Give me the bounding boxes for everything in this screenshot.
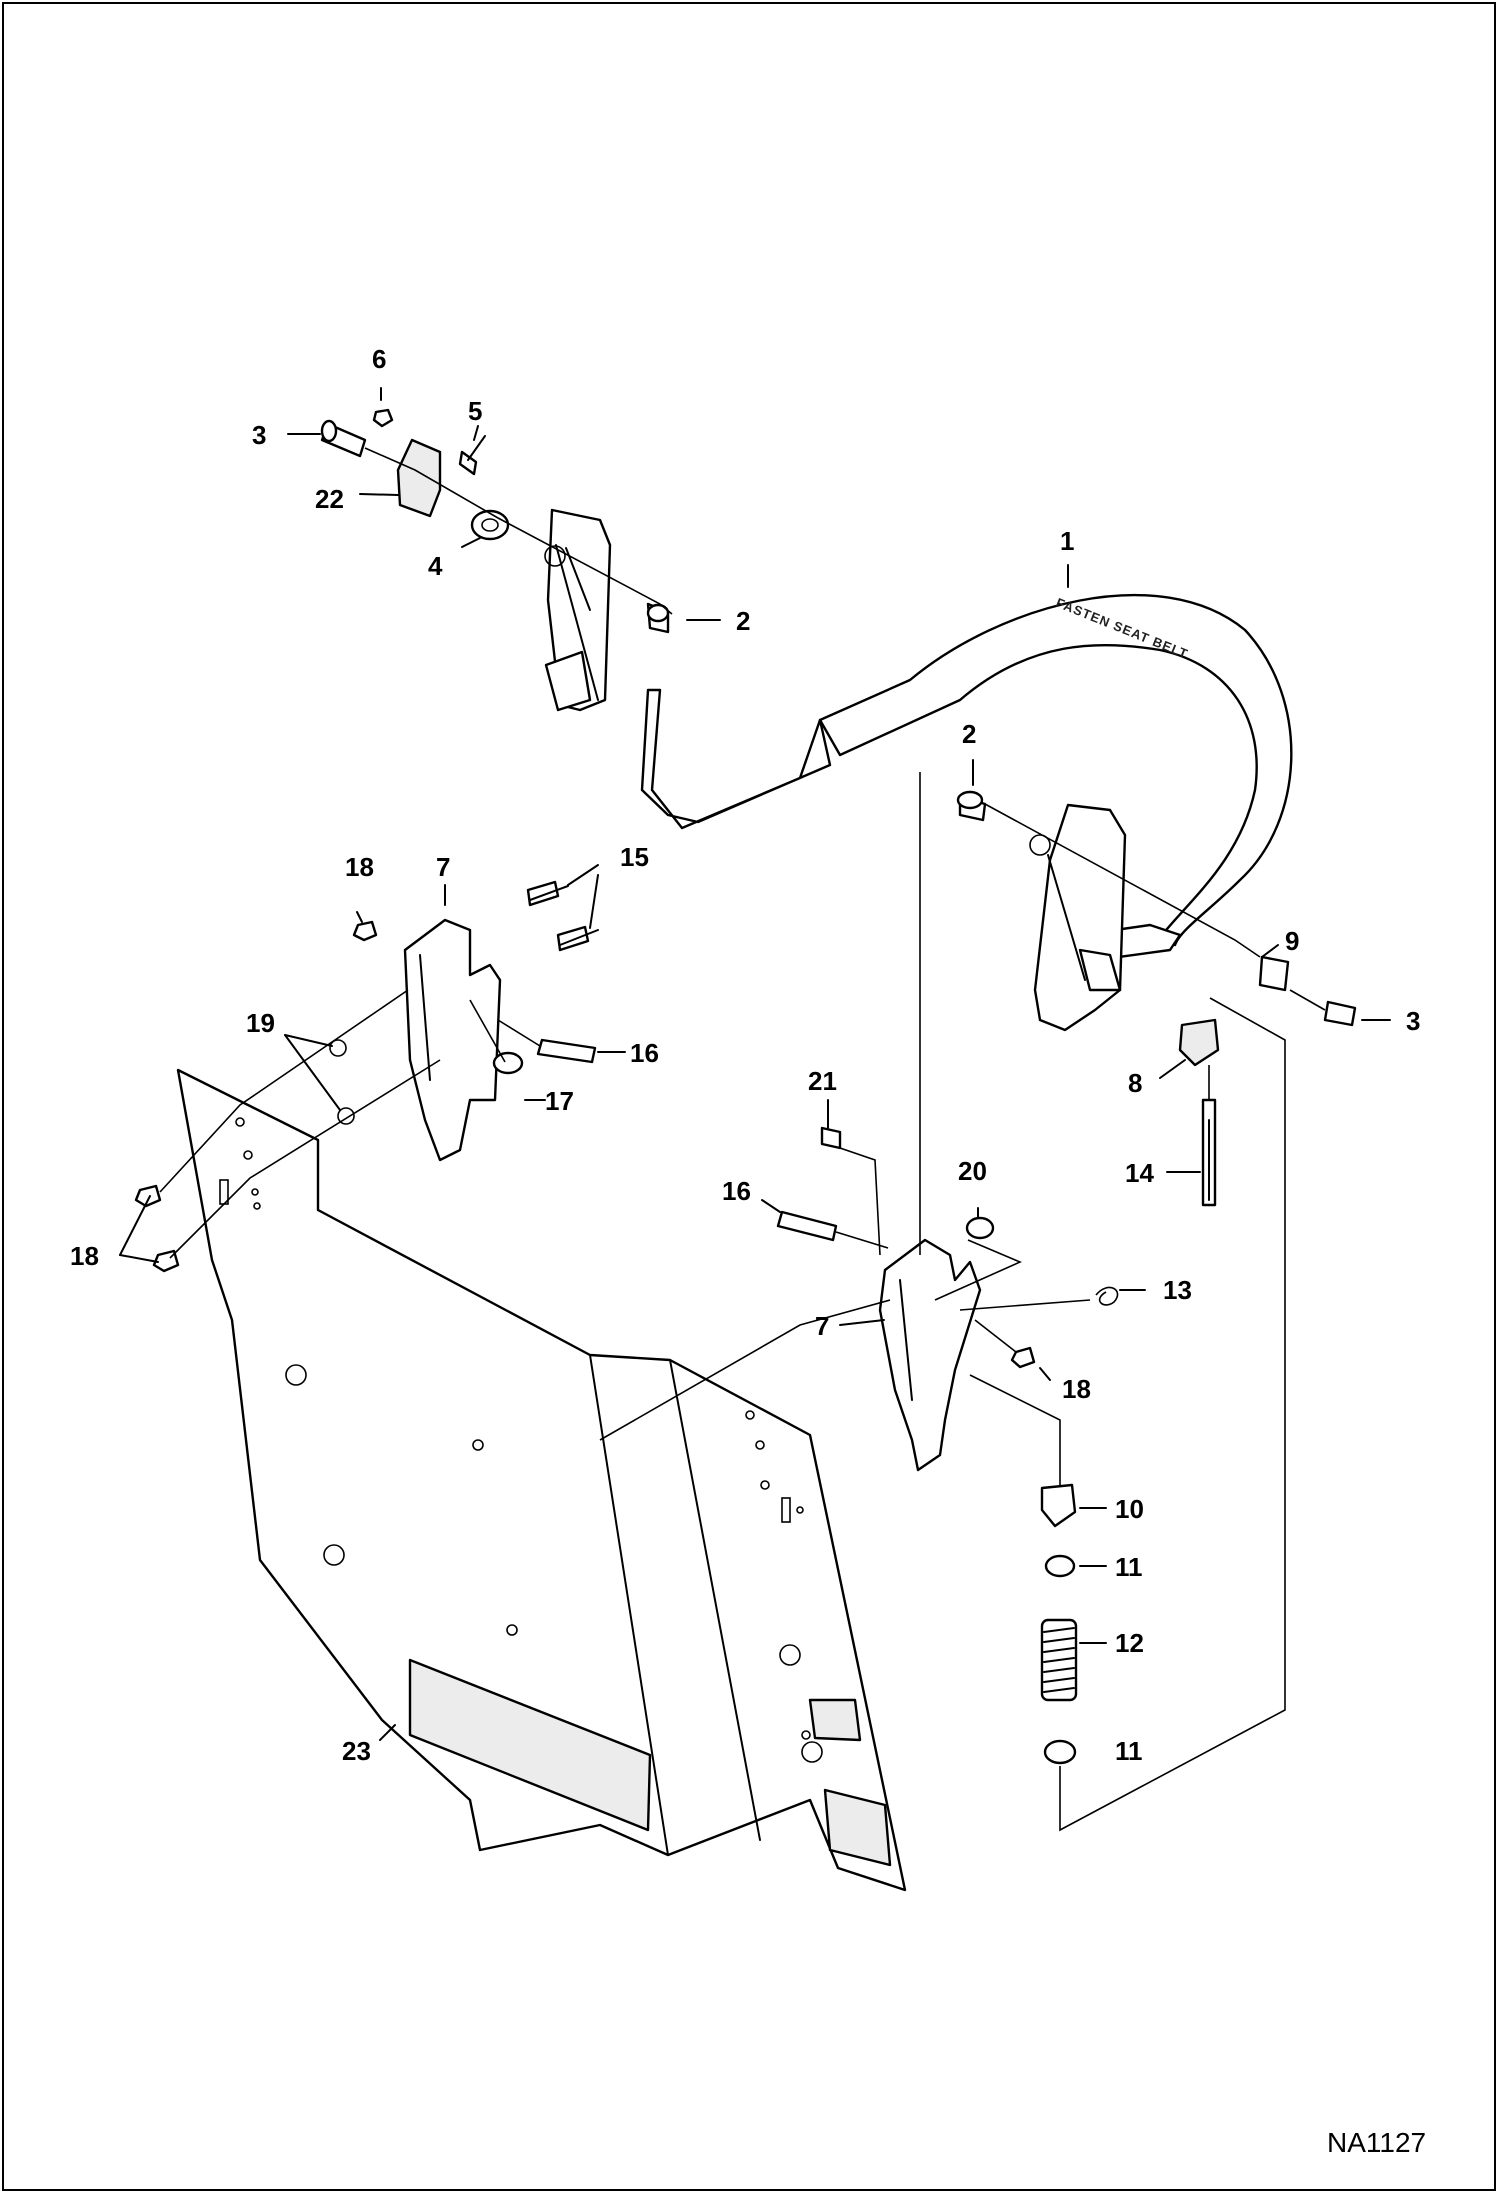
nut-left-upper	[134, 1184, 162, 1208]
clip-right	[1178, 1018, 1220, 1067]
callout-2: 2	[736, 606, 750, 636]
callout-9: 9	[1285, 926, 1299, 956]
bolt-15-lower	[556, 925, 590, 952]
callout-18: 18	[1062, 1374, 1091, 1404]
bracket-left	[403, 918, 502, 1162]
callout-8: 8	[1128, 1068, 1142, 1098]
yoke-10	[1040, 1483, 1077, 1528]
pin-right	[1323, 1000, 1357, 1027]
washer-11-lower	[1043, 1739, 1077, 1765]
bracket-right	[878, 1238, 982, 1472]
bushing-20	[965, 1216, 995, 1240]
bolt-16-right	[776, 1210, 838, 1242]
panel-plate	[176, 1068, 907, 1892]
spring-12	[1040, 1618, 1078, 1702]
washer-11-upper	[1044, 1554, 1076, 1578]
callout-21: 21	[808, 1066, 837, 1096]
bolt-15-upper	[526, 880, 560, 907]
callout-11: 11	[1115, 1552, 1143, 1582]
callout-3: 3	[1406, 1006, 1420, 1036]
spacer-washer	[470, 509, 510, 541]
nut-right	[1010, 1346, 1036, 1369]
nut-left-top	[352, 920, 378, 942]
clip-13	[1095, 1286, 1119, 1306]
leader-lines	[119, 387, 1391, 1741]
bolt-top	[458, 450, 478, 476]
callout-13: 13	[1163, 1275, 1192, 1305]
callout-12: 12	[1115, 1628, 1144, 1658]
seat-bar	[640, 593, 1293, 967]
callout-20: 20	[958, 1156, 987, 1186]
callout-15: 15	[620, 842, 649, 872]
bolt-16-left	[536, 1038, 597, 1064]
right-arm-bracket	[1029, 803, 1127, 1032]
assembly-lines	[159, 447, 1326, 1832]
callout-18: 18	[345, 852, 374, 882]
spacer-right	[1258, 955, 1290, 992]
bushing-17	[492, 1051, 524, 1075]
washer-19-lower	[337, 1107, 355, 1125]
washer-19-upper	[329, 1039, 347, 1057]
callout-16: 16	[722, 1176, 751, 1206]
callout-22: 22	[315, 484, 344, 514]
pin-21	[820, 1126, 842, 1150]
callout-7: 7	[436, 852, 450, 882]
callout-3: 3	[252, 420, 266, 450]
callout-1: 1	[1060, 526, 1074, 556]
pin-top-left-head	[320, 419, 338, 443]
left-arm-bracket	[544, 508, 612, 712]
callout-labels: 1 2 2 3 3 4 5 6 7 7 8 9 10 11 11 12 13 1…	[70, 344, 1420, 1766]
callout-18: 18	[70, 1241, 99, 1271]
callout-10: 10	[1115, 1494, 1144, 1524]
reference-code: NA1127	[1327, 2127, 1426, 2158]
callout-19: 19	[246, 1008, 275, 1038]
callout-5: 5	[468, 396, 482, 426]
callout-6: 6	[372, 344, 386, 374]
callout-23: 23	[342, 1736, 371, 1766]
callout-16: 16	[630, 1038, 659, 1068]
callout-17: 17	[545, 1086, 574, 1116]
callout-2: 2	[962, 719, 976, 749]
callout-14: 14	[1125, 1158, 1154, 1188]
nut-top	[372, 408, 394, 428]
switch-bracket	[396, 438, 442, 518]
callout-7: 7	[815, 1311, 829, 1341]
callout-4: 4	[428, 551, 443, 581]
callout-11: 11	[1115, 1736, 1143, 1766]
